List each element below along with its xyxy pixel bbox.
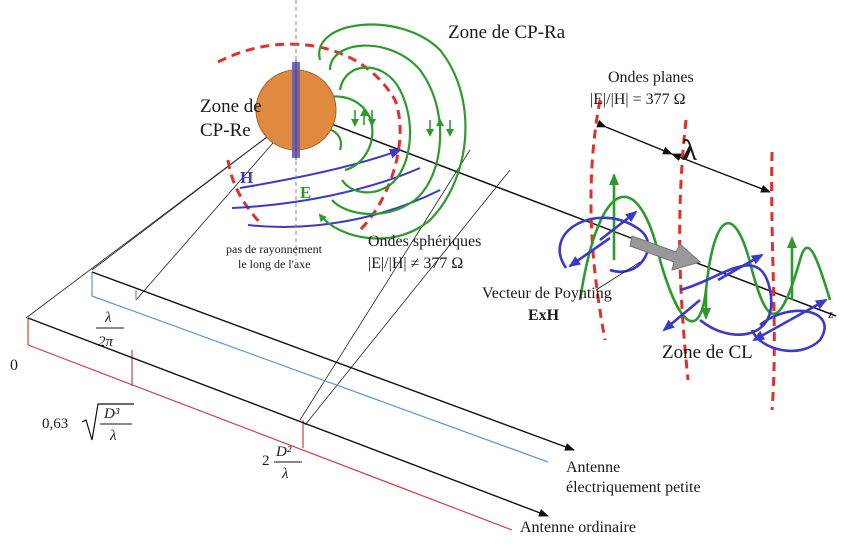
distance-lambda-over-2pi: λ 2π [96,310,124,350]
svg-text:λ: λ [109,428,117,444]
no-radiation-line1: pas de rayonnement [226,242,323,256]
e-field-arrow-marks [351,108,454,137]
spherical-waves-relation: |E|/|H| ≠ 377 Ω [368,255,463,272]
zone-cl-label: Zone de CL [662,342,753,363]
antenna-source [255,0,337,260]
ordinary-antenna-label: Antenne ordinaire [520,519,636,536]
distance-scales [27,271,575,531]
svg-text:0,63: 0,63 [42,416,68,432]
near-field-wavefront [217,42,402,232]
wavelength-dimension [596,119,771,193]
poynting-label-line1: Vecteur de Poynting [482,285,612,302]
zone-cp-ra-label: Zone de CP-Ra [448,22,566,43]
plane-waves-title: Ondes planes [608,69,694,86]
no-radiation-line2: le long de l'axe [238,257,310,271]
arrow-small-antenna [91,271,575,451]
h-field-lines [231,148,441,228]
svg-text:λ: λ [281,466,289,482]
poynting-arrow [629,235,702,271]
small-antenna-label-line1: Antenne [566,459,620,476]
plane-waves-relation: |E|/|H| = 377 Ω [590,91,686,108]
distance-mid-field: 0,63 D³ λ [42,403,134,444]
svg-text:2π: 2π [98,334,114,350]
plane-wave-e-field [578,173,832,323]
zone-cp-re-label-line1: Zone de [200,96,262,117]
propagation-axis [299,111,837,317]
zone-cp-re-label-line2: CP-Re [200,120,251,141]
e-field-loops [309,23,467,240]
svg-text:2: 2 [262,453,270,469]
e-field-label: E [300,183,311,202]
h-field-label: H [240,168,253,187]
distance-far-field: 2 D² λ [262,444,302,482]
plane-wave-h-field [558,210,828,353]
svg-text:D³: D³ [103,406,120,422]
small-antenna-label-line2: électriquement petite [566,479,701,496]
spherical-waves-title: Ondes sphériques [368,233,481,250]
wavelength-symbol: λ [682,134,697,167]
projection-guides [25,111,511,426]
svg-text:D²: D² [275,444,292,460]
poynting-label-line2: ExH [528,307,560,324]
distance-zero: 0 [10,357,18,374]
svg-text:z: z [828,307,833,321]
svg-text:λ: λ [104,310,112,326]
arrow-ordinary-antenna [27,317,549,517]
